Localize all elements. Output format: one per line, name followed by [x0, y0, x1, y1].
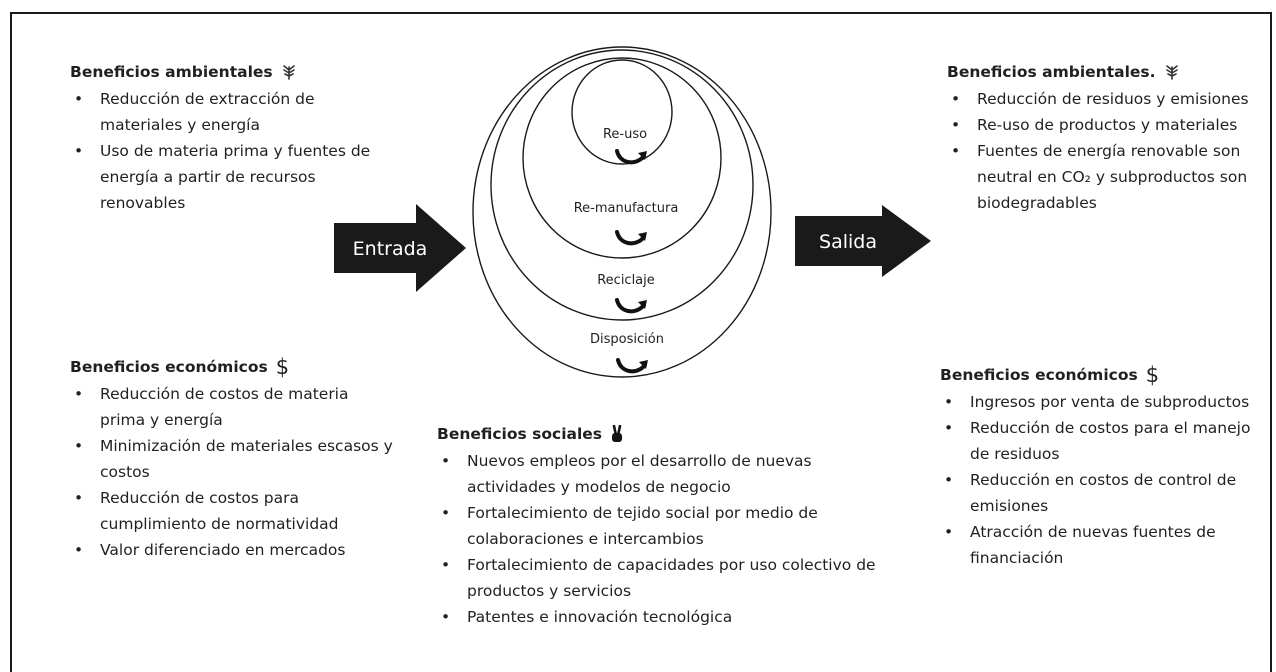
peace-hand-icon: [610, 425, 624, 443]
list-item: Fortalecimiento de tejido social por med…: [437, 500, 877, 552]
figure-frame: [10, 12, 1272, 672]
list-item: Fortalecimiento de capacidades por uso c…: [437, 552, 877, 604]
economic-benefits-output: Beneficios económicos $ Ingresos por ven…: [940, 363, 1265, 571]
list-item: Reducción de costos para cumplimiento de…: [70, 485, 395, 537]
section-title: Beneficios económicos: [70, 358, 268, 376]
list-item: Nuevos empleos por el desarrollo de nuev…: [437, 448, 877, 500]
list-item: Minimización de materiales escasos y cos…: [70, 433, 395, 485]
section-title: Beneficios ambientales.: [947, 63, 1156, 81]
list-item: Reducción de costos para el manejo de re…: [940, 415, 1265, 467]
section-title: Beneficios sociales: [437, 425, 603, 443]
list-item: Atracción de nuevas fuentes de financiac…: [940, 519, 1265, 571]
section-title: Beneficios ambientales: [70, 63, 273, 81]
list-item: Valor diferenciado en mercados: [70, 537, 395, 563]
list-item: Reducción de extracción de materiales y …: [70, 86, 390, 138]
list-item: Patentes e innovación tecnológica: [437, 604, 877, 630]
environmental-benefits-input: Beneficios ambientales Reducción de extr…: [70, 60, 390, 216]
leaf-icon: [281, 64, 297, 80]
leaf-icon: [1164, 64, 1180, 80]
list-item: Ingresos por venta de subproductos: [940, 389, 1265, 415]
dollar-icon: $: [275, 355, 290, 379]
list-item: Uso de materia prima y fuentes de energí…: [70, 138, 390, 216]
dollar-icon: $: [1145, 363, 1160, 387]
section-title: Beneficios económicos: [940, 366, 1138, 384]
social-benefits: Beneficios sociales Nuevos empleos por e…: [437, 422, 877, 630]
environmental-benefits-output: Beneficios ambientales. Reducción de res…: [947, 60, 1272, 216]
list-item: Re-uso de productos y materiales: [947, 112, 1272, 138]
economic-benefits-input: Beneficios económicos $ Reducción de cos…: [70, 355, 395, 564]
list-item: Reducción de residuos y emisiones: [947, 86, 1272, 112]
list-item: Reducción de costos de materia prima y e…: [70, 381, 395, 433]
list-item: Reducción en costos de control de emisio…: [940, 467, 1265, 519]
list-item: Fuentes de energía renovable son neutral…: [947, 138, 1272, 216]
